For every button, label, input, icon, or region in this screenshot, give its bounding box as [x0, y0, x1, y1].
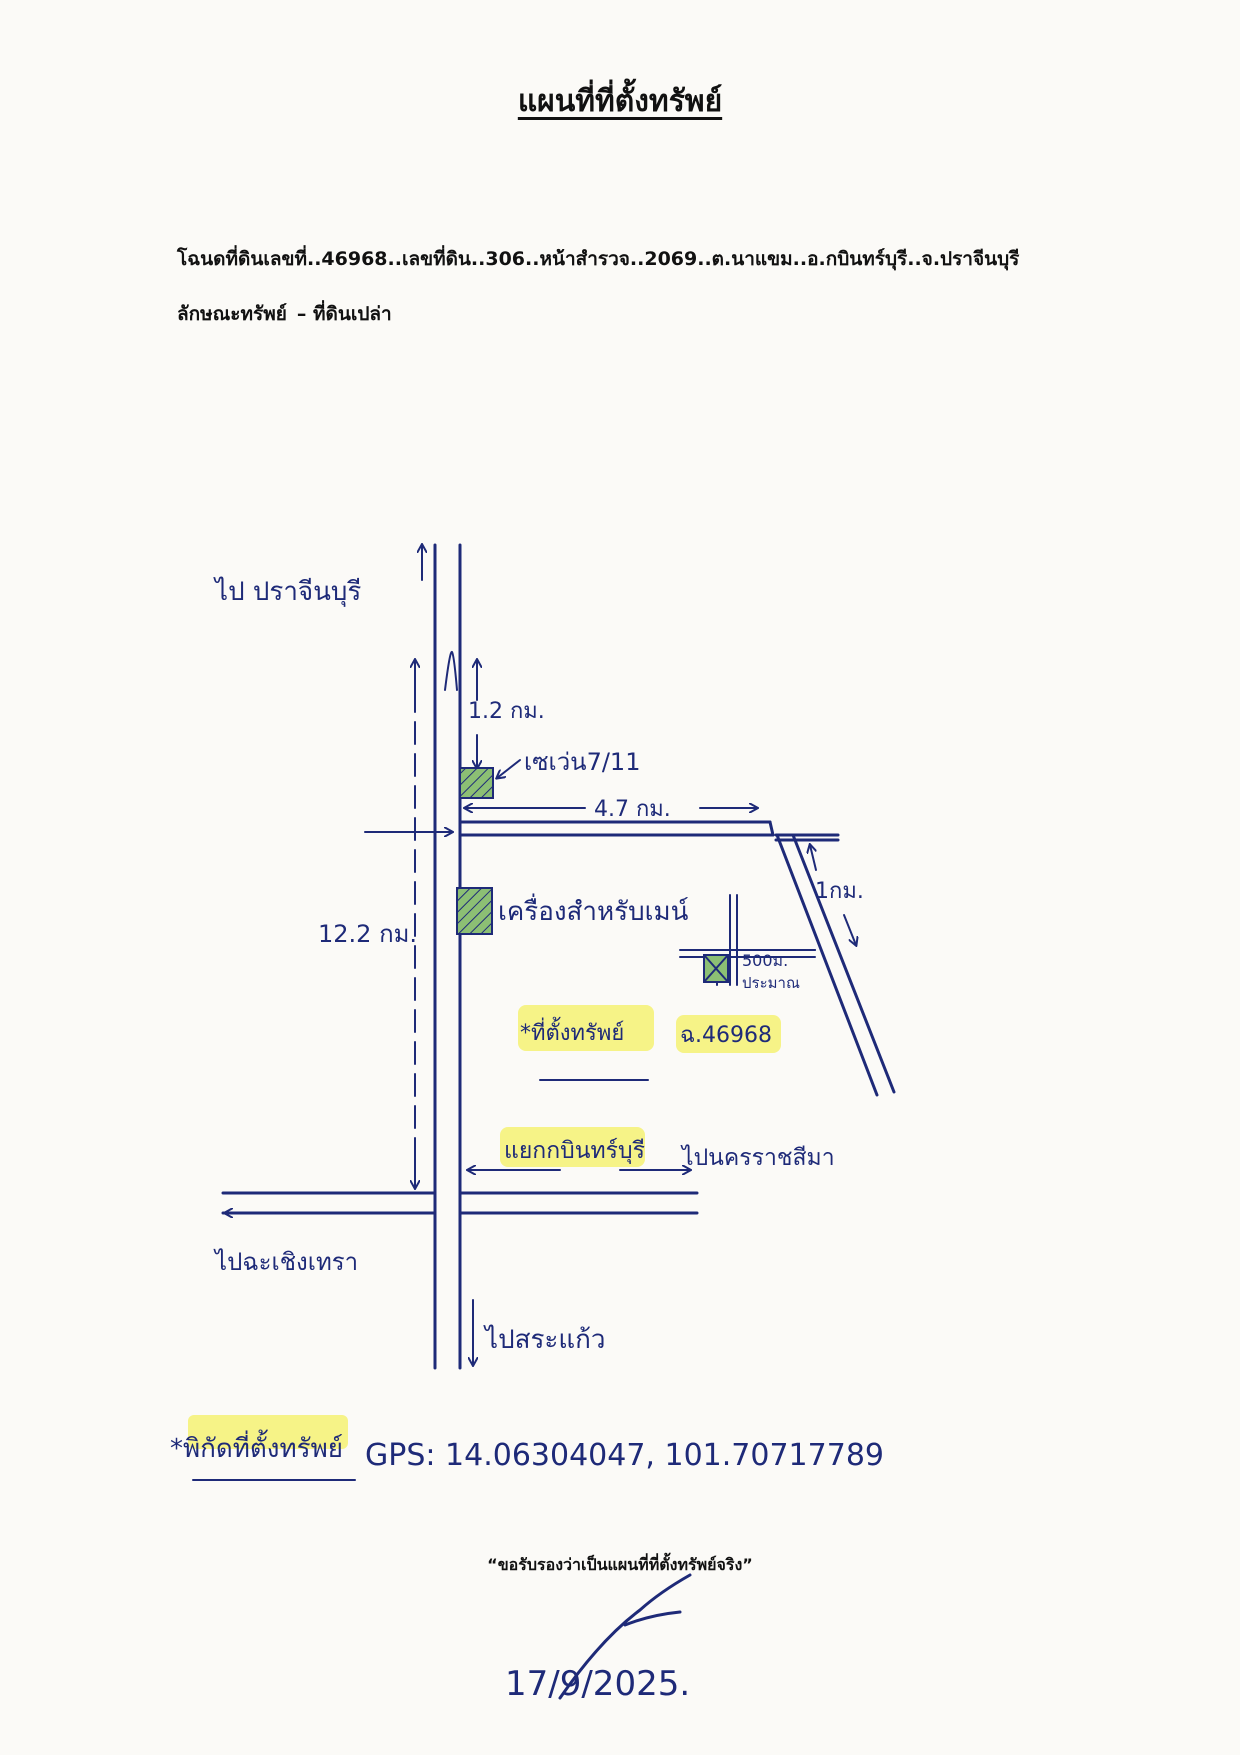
property-type-label: ลักษณะทรัพย์: [177, 303, 287, 325]
signature: [558, 1573, 692, 1700]
label-dist-500: 500ม.: [742, 951, 788, 970]
deed-info-line: โฉนดที่ดินเลขที่..46968..เลขที่ดิน..306.…: [177, 248, 1020, 270]
label-approx: ประมาณ: [742, 974, 800, 992]
label-to-korat: ไปนครราชสีมา: [680, 1144, 835, 1171]
label-dist-12-2: 12.2 กม.: [318, 920, 417, 948]
certification-text: “ขอรับรองว่าเป็นแผนที่ที่ตั้งทรัพย์จริง”: [487, 1555, 753, 1574]
coords-label: *พิกัดที่ตั้งทรัพย์: [170, 1429, 343, 1464]
signature-date: 17/9/2025.: [505, 1664, 690, 1704]
label-dist-4-7: 4.7 กม.: [594, 797, 671, 822]
label-to-prachinburi: ไป ปราจีนบุรี: [213, 576, 361, 607]
label-to-chachoengsao: ไปฉะเชิงเทรา: [213, 1248, 358, 1276]
power-plant-marker: [456, 887, 493, 935]
property-type-value: – ที่ดินเปล่า: [296, 303, 392, 325]
label-property-location: *ที่ตั้งทรัพย์: [520, 1017, 624, 1046]
main-road: [433, 543, 462, 1370]
label-power-plant: เครื่องสำหรับเมน์: [498, 893, 689, 927]
property-marker: [703, 954, 729, 983]
junction-label-highlight: [500, 1127, 645, 1167]
coords-label-highlight: [188, 1415, 348, 1449]
label-deed-no: ฉ.46968: [680, 1023, 772, 1048]
branch-road: [458, 820, 896, 1097]
label-seven-eleven: เซเว่น7/11: [524, 748, 640, 776]
property-type-line: ลักษณะทรัพย์ – ที่ดินเปล่า: [177, 299, 392, 329]
label-kabin-junction: แยกกบินทร์บุรี: [504, 1137, 645, 1164]
label-dist-1-2: 1.2 กม.: [468, 699, 545, 724]
deed-label-highlight: [676, 1015, 781, 1053]
label-dist-1: 1กม.: [815, 879, 864, 904]
local-road: [679, 894, 816, 986]
label-to-sakaeo: ไปสระแก้ว: [483, 1324, 605, 1355]
property-label-highlight: [518, 1005, 654, 1051]
seven-eleven-marker: [459, 767, 494, 799]
coords-value: GPS: 14.06304047, 101.70717789: [365, 1438, 884, 1473]
page-title: แผนที่ที่ตั้งทรัพย์: [517, 84, 723, 119]
